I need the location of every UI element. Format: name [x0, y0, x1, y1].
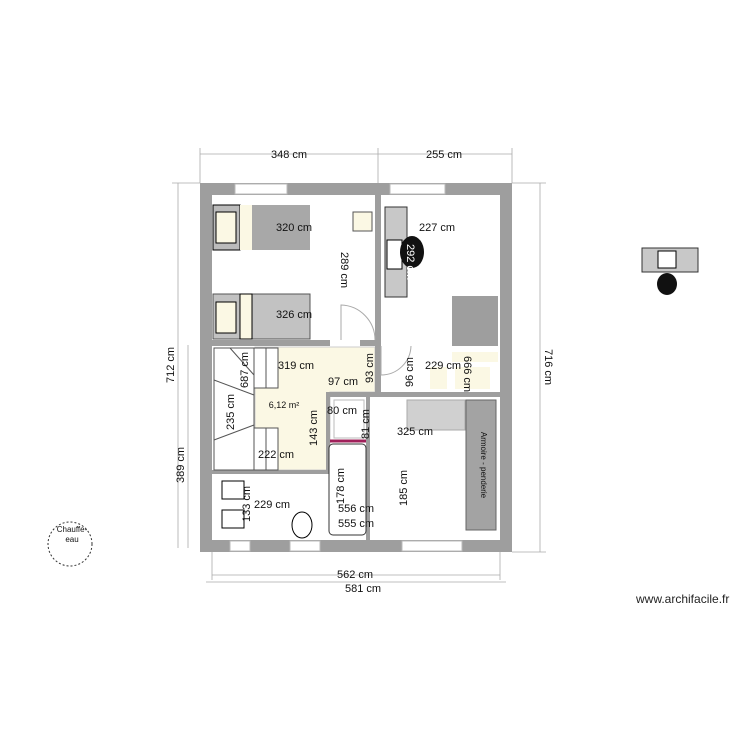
water-heater-label: eau [65, 535, 78, 544]
toilet [291, 511, 313, 539]
bathtub [328, 443, 367, 536]
dim-label: 93 cm [364, 353, 376, 383]
watermark: www.archifacile.fr [636, 592, 730, 606]
dim-label: 96 cm [404, 357, 416, 387]
dim-label: 235 cm [225, 394, 237, 430]
dim-label: 292 cm [404, 244, 416, 280]
sink [221, 509, 245, 529]
bed-1 [212, 204, 310, 251]
dim-label: 255 cm [426, 149, 462, 161]
sink [221, 480, 245, 500]
dim-label: 562 cm [337, 569, 373, 581]
closet [452, 296, 498, 346]
water-heater-label: Chauffe- [57, 525, 88, 534]
dim-label: 97 cm [328, 376, 358, 388]
area-label: 6,12 m² [269, 400, 300, 410]
dim-label: 389 cm [175, 447, 187, 483]
dim-label: 185 cm [398, 470, 410, 506]
dim-label: 325 cm [397, 426, 433, 438]
wardrobe-label: Armoire - penderie [479, 432, 488, 499]
chair-icon [400, 236, 424, 268]
dim-label: 319 cm [278, 360, 314, 372]
dim-label: 80 cm [327, 405, 357, 417]
dim-label: 227 cm [419, 222, 455, 234]
dim-label: 712 cm [165, 347, 177, 383]
dim-label: 178 cm [335, 468, 347, 504]
dim-label: 81 cm [360, 409, 372, 439]
dim-label: 716 cm [542, 349, 554, 385]
dim-label: 348 cm [271, 149, 307, 161]
dim-label: 326 cm [276, 309, 312, 321]
dim-label: 320 cm [276, 222, 312, 234]
dim-label: 556 cm [338, 503, 374, 515]
interior-walls [212, 195, 500, 540]
door [340, 304, 376, 341]
chair-icon [657, 273, 677, 295]
dim-label: 555 cm [338, 518, 374, 530]
cabinet [406, 399, 466, 431]
windows [229, 183, 463, 552]
dimension-lines [172, 148, 546, 583]
dim-label: 289 cm [338, 252, 350, 288]
dimension-labels: 348 cm 255 cm 712 cm 389 cm 716 cm 562 c… [165, 149, 554, 595]
door [380, 345, 412, 376]
staircase [213, 347, 279, 471]
dim-label: 229 cm [254, 499, 290, 511]
dim-label: 229 cm [425, 360, 461, 372]
dim-label: 581 cm [345, 583, 381, 595]
dim-label: 133 cm [241, 486, 253, 522]
dim-label: 222 cm [258, 449, 294, 461]
water-heater [47, 521, 93, 567]
dim-label: 143 cm [308, 410, 320, 446]
bed-2 [212, 293, 311, 340]
dim-label: 666 cm [461, 356, 473, 392]
dim-label: 687 cm [239, 352, 251, 388]
wardrobe [465, 399, 497, 531]
nightstand [352, 211, 373, 232]
